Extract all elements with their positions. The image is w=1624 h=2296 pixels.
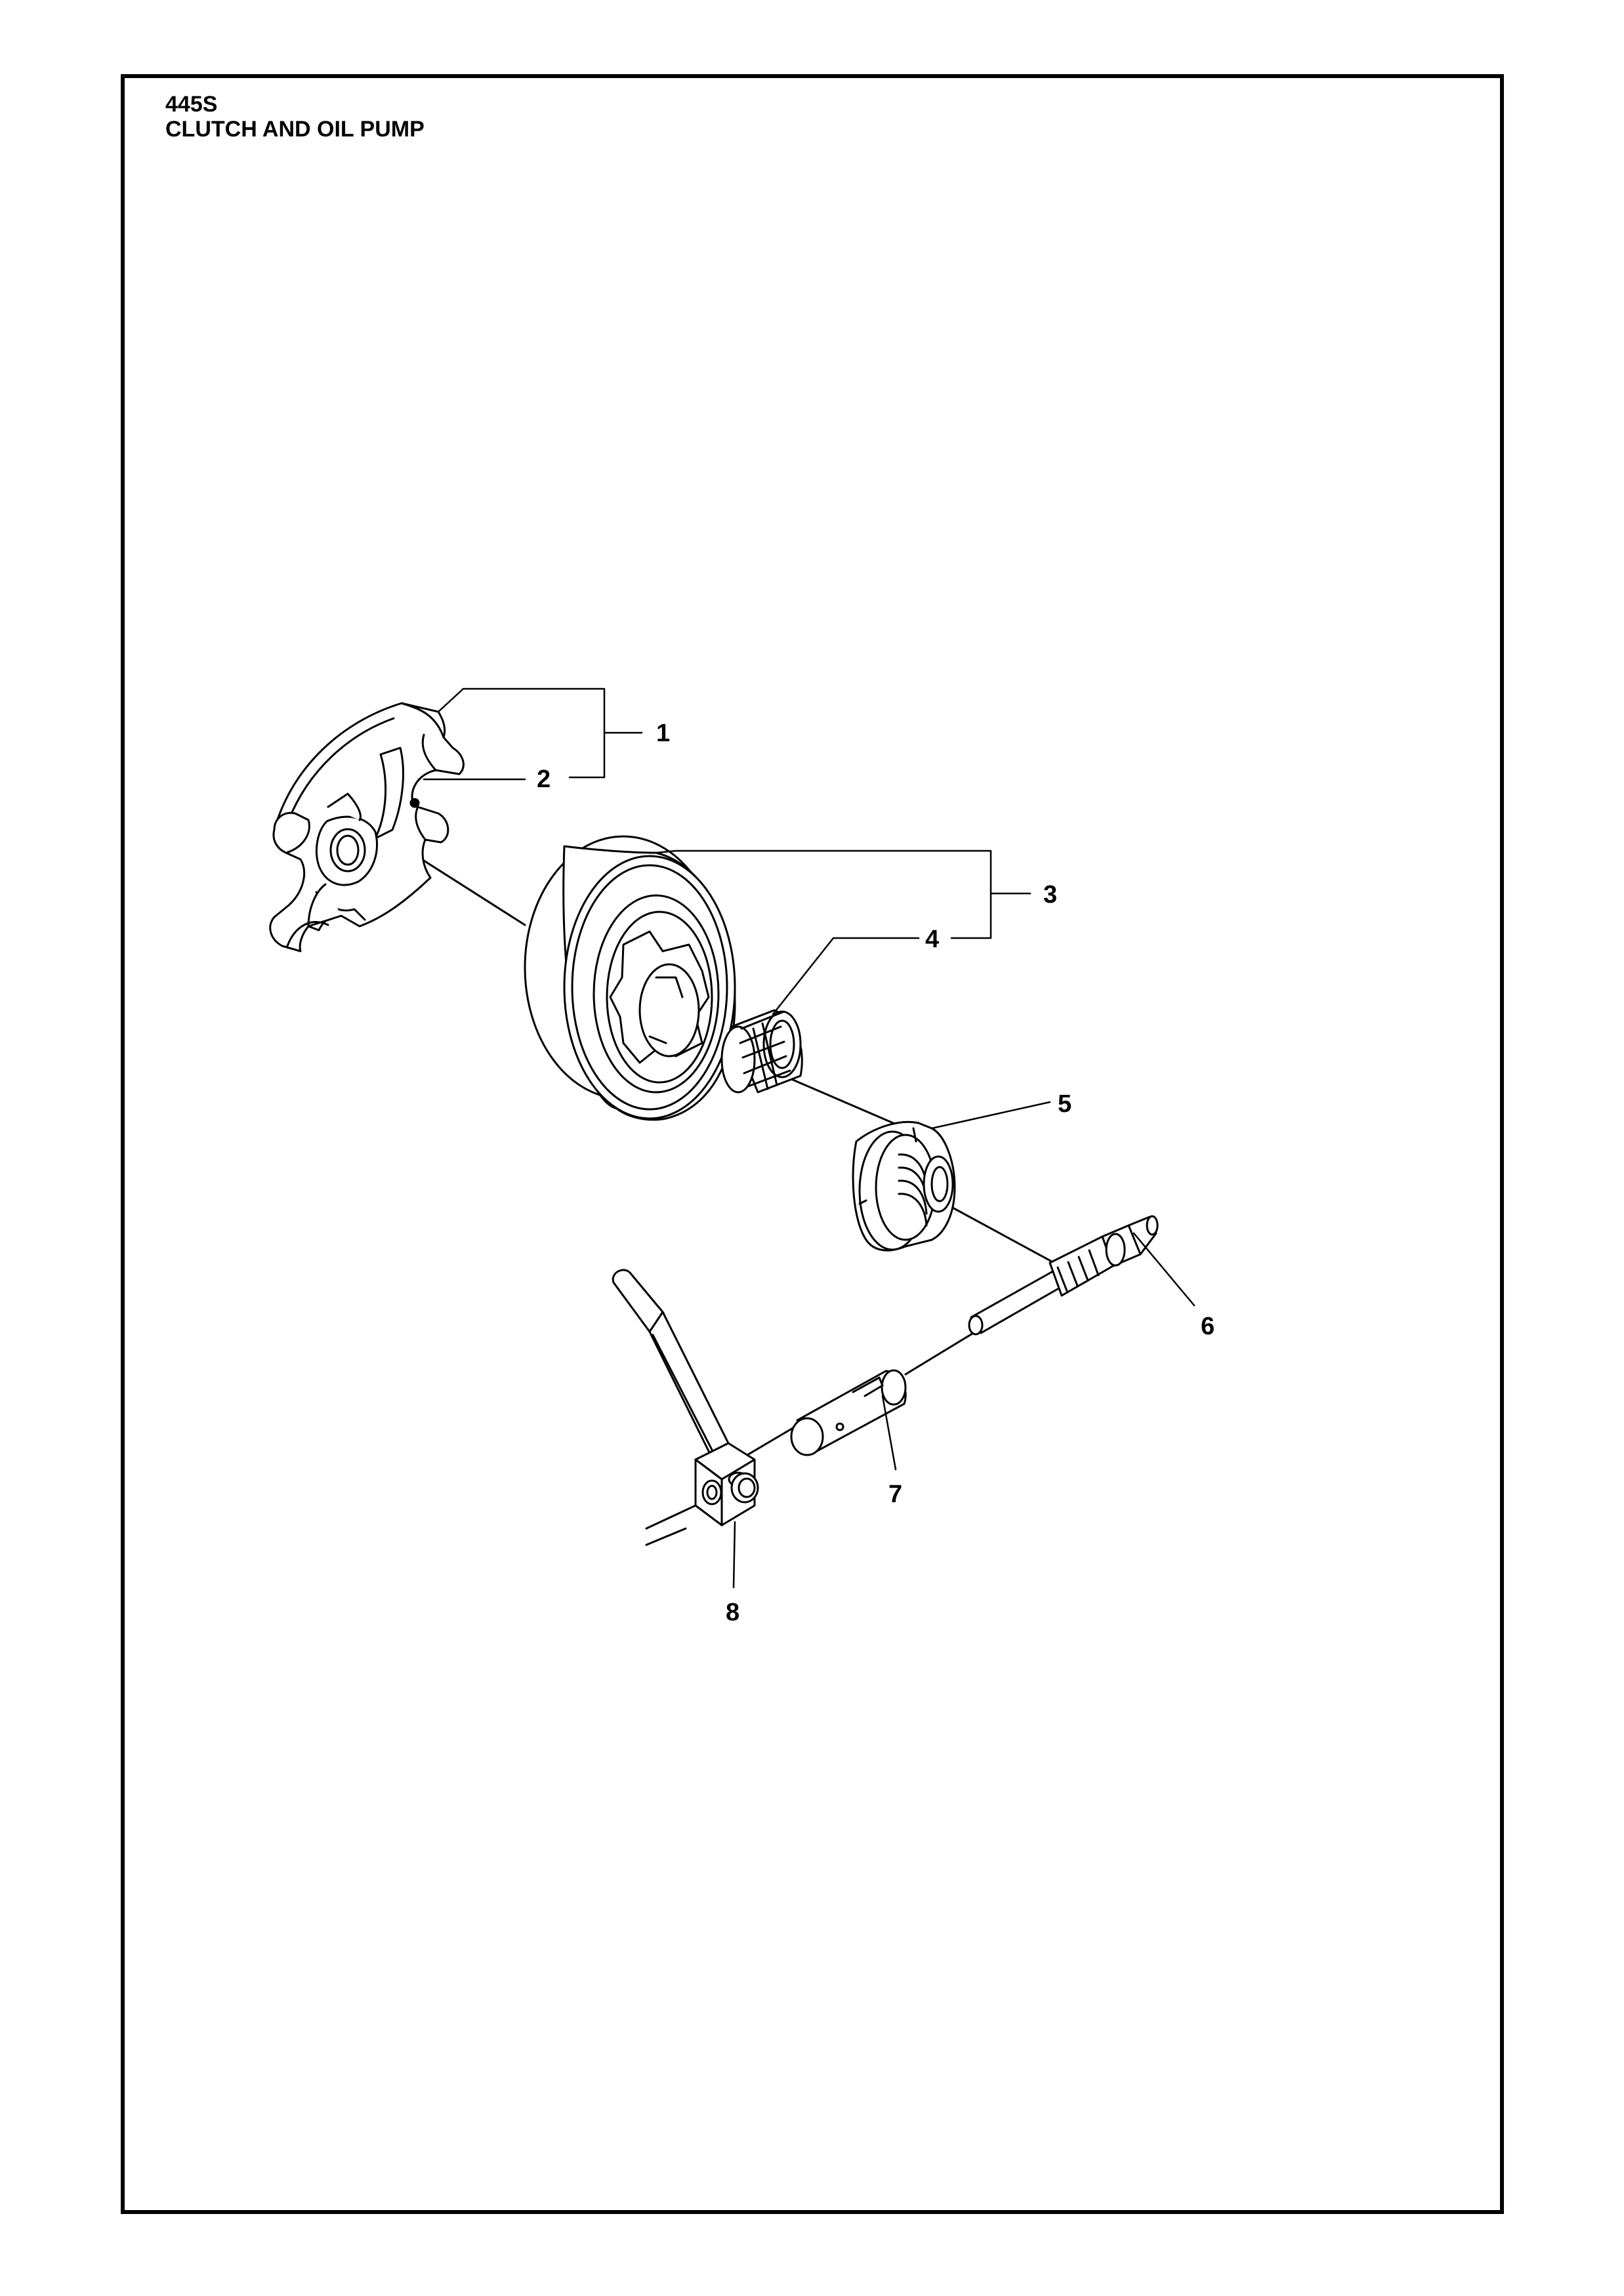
clutch-assembly <box>269 702 465 953</box>
callout-4: 4 <box>925 926 939 953</box>
axis-line-shaft-piston <box>904 1327 982 1376</box>
callout-1: 1 <box>656 720 670 747</box>
pump-shaft <box>968 1215 1159 1336</box>
needle-bearing <box>720 1009 803 1094</box>
clutch-spring-point <box>409 798 420 808</box>
callout-6: 6 <box>1201 1313 1215 1340</box>
model-number: 445S <box>165 92 218 117</box>
callout-3: 3 <box>1043 881 1057 909</box>
leader-lines <box>423 687 1196 1589</box>
clutch-drum <box>524 835 736 1121</box>
callout-7: 7 <box>888 1481 902 1508</box>
worm-gear <box>852 1120 956 1252</box>
oil-pump-body <box>612 1269 759 1530</box>
pump-piston <box>790 1369 907 1456</box>
axis-line-pump-left <box>645 1527 687 1546</box>
page-frame <box>121 74 1504 2214</box>
page-header: 445S CLUTCH AND OIL PUMP <box>165 92 425 142</box>
callout-8: 8 <box>726 1599 739 1626</box>
page-title: CLUTCH AND OIL PUMP <box>165 117 425 142</box>
axis-line-washer-shaft <box>950 1206 1068 1271</box>
callout-2: 2 <box>537 766 551 793</box>
callout-5: 5 <box>1058 1090 1072 1118</box>
